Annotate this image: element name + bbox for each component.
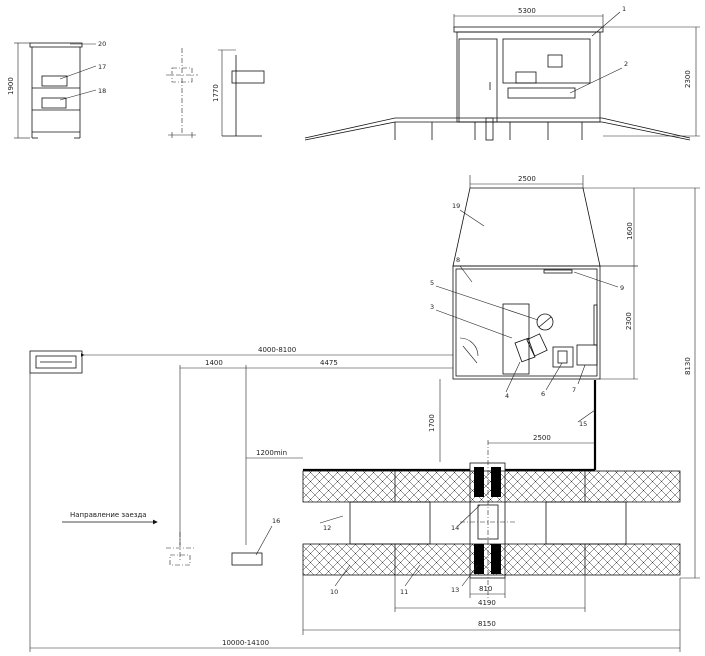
overall-height-dimension: 8130 — [638, 187, 700, 579]
dim-table-height: 1900 — [7, 77, 15, 95]
dim-overall-height: 8130 — [684, 357, 692, 375]
dim-width-810: 810 — [479, 585, 492, 593]
dim-hopper-height: 1600 — [626, 222, 634, 240]
plan-connector: 1700 2500 15 — [303, 379, 597, 472]
callout-10: 10 — [330, 588, 338, 596]
callout-20: 20 — [98, 40, 106, 48]
dim-offset-1400: 1400 — [205, 359, 223, 367]
plan-platform: 12 14 10 11 13 — [302, 440, 681, 598]
plan-control-room: 2500 1600 19 2300 8 5 3 4 6 — [430, 175, 638, 400]
direction-label: Направление заезда — [70, 511, 147, 519]
callout-15: 15 — [579, 420, 587, 428]
callout-12: 12 — [323, 524, 331, 532]
traffic-light-views: 1770 — [166, 48, 265, 138]
callout-9: 9 — [620, 284, 624, 292]
table-side-view: 1900 20 17 18 — [7, 40, 106, 139]
callout-3: 3 — [430, 303, 434, 311]
dim-room-depth: 2300 — [625, 312, 633, 330]
callout-19: 19 — [452, 202, 460, 210]
dim-light-height: 1770 — [212, 84, 220, 102]
dim-cabin-height: 2300 — [684, 70, 692, 88]
dim-cabin-width: 5300 — [518, 7, 536, 15]
dim-gap-1700: 1700 — [428, 414, 436, 432]
callout-16: 16 — [272, 517, 280, 525]
callout-18: 18 — [98, 87, 106, 95]
dim-platform-length: 8150 — [478, 620, 496, 628]
plan-left-side: 4000-8100 1400 4475 1200min 16 Направлен… — [29, 346, 453, 566]
callout-6: 6 — [541, 390, 545, 398]
callout-2: 2 — [624, 60, 628, 68]
dim-offset-4475: 4475 — [320, 359, 338, 367]
callout-7: 7 — [572, 386, 576, 394]
callout-8: 8 — [456, 256, 460, 264]
dim-span-2500: 2500 — [533, 434, 551, 442]
callout-5: 5 — [430, 279, 434, 287]
callout-17: 17 — [98, 63, 106, 71]
callout-14: 14 — [451, 524, 459, 532]
callout-1: 1 — [622, 5, 626, 13]
callout-11: 11 — [400, 588, 408, 596]
dim-overall-length: 10000-14100 — [222, 639, 269, 647]
dim-min-gap: 1200min — [256, 449, 287, 457]
bottom-dimensions: 810 4190 8150 10000-14100 — [29, 373, 681, 652]
callout-4: 4 — [505, 392, 509, 400]
dim-distance-range: 4000-8100 — [258, 346, 296, 354]
dim-hopper-width: 2500 — [518, 175, 536, 183]
cabin-side-view: 5300 2300 1 2 — [304, 5, 700, 141]
dim-width-4190: 4190 — [478, 599, 496, 607]
callout-13: 13 — [451, 586, 459, 594]
